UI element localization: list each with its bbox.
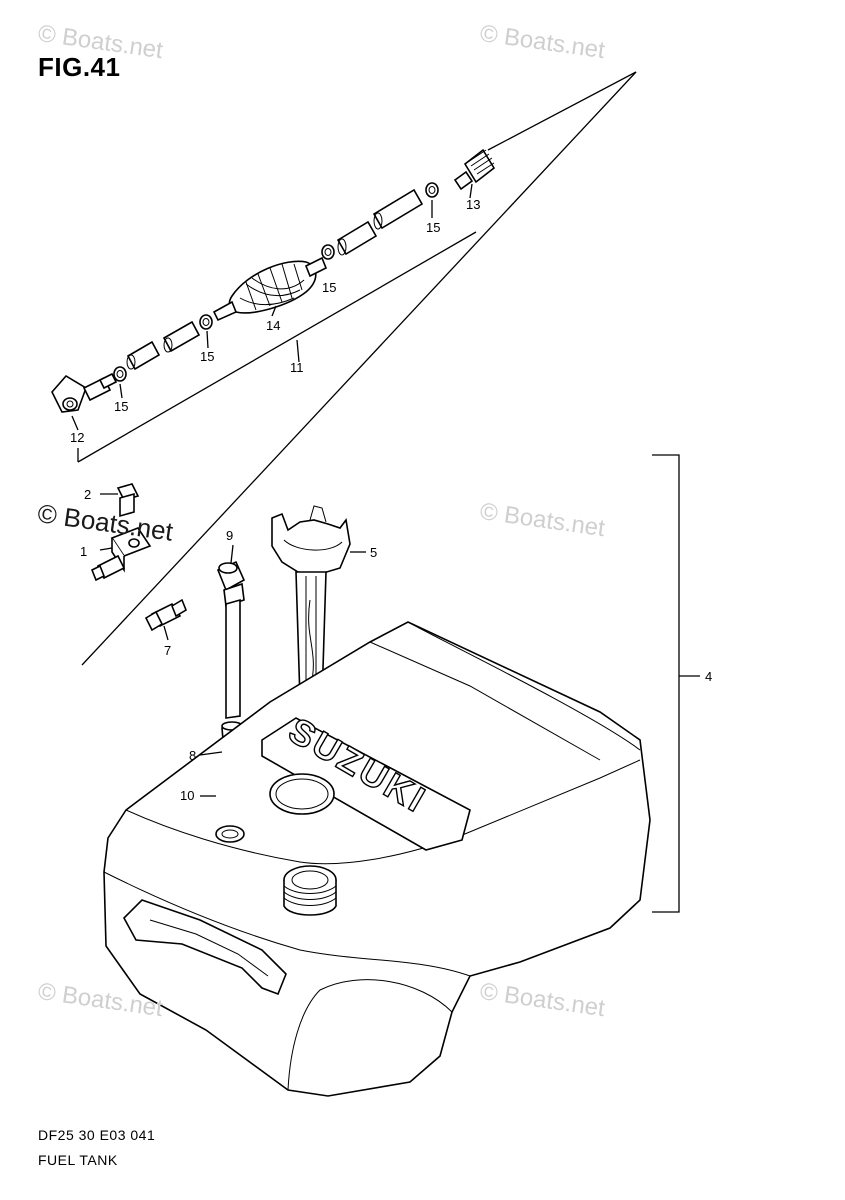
fuel-hose-middle (336, 220, 378, 256)
callout-7: 7 (164, 643, 171, 658)
pickup-tube (225, 598, 241, 719)
callout-2: 2 (84, 487, 91, 502)
callout-15-a: 15 (114, 399, 128, 414)
callout-15-b: 15 (200, 349, 214, 364)
callout-9: 9 (226, 528, 233, 543)
callout-11: 11 (290, 360, 304, 375)
bolt-2 (116, 483, 140, 518)
callout-5: 5 (370, 545, 377, 560)
callout-15-d: 15 (426, 220, 440, 235)
callout-4: 4 (705, 669, 712, 684)
callout-8: 8 (189, 748, 196, 763)
hose-clip-15-c (321, 244, 335, 260)
fuel-connector-12 (51, 372, 118, 413)
fuel-hose-lower (162, 320, 201, 353)
callout-1: 1 (80, 544, 87, 559)
hose-clip-15-a (113, 366, 127, 382)
callout-12: 12 (70, 430, 84, 445)
tank-assembly-bracket (652, 454, 700, 913)
elbow-fitting-9 (216, 560, 246, 608)
callout-10: 10 (180, 788, 194, 803)
callout-labels: 2 1 7 8 9 10 5 4 11 12 13 14 15 15 15 15 (70, 197, 712, 803)
leader-lines (71, 183, 473, 797)
figure-title: FIG.41 (38, 52, 121, 82)
primer-bulb-14 (212, 256, 328, 322)
callout-14: 14 (266, 318, 280, 333)
callout-15-c: 15 (322, 280, 336, 295)
diagram-name: FUEL TANK (38, 1152, 118, 1168)
diagram-code: DF25 30 E03 041 (38, 1127, 156, 1143)
fuel-hose-upper (372, 188, 424, 230)
callout-13: 13 (466, 197, 480, 212)
fuel-connector-13 (453, 148, 496, 191)
hose-clip-15-b (199, 314, 213, 330)
hose-clip-15-d (425, 182, 439, 198)
fuel-hose-bottom (126, 340, 161, 371)
fuel-tank-4: SUZUKI (103, 621, 651, 1097)
fitting-7 (144, 598, 187, 632)
fuel-joint-1 (90, 527, 152, 582)
fuel-line-bracket (77, 71, 637, 666)
